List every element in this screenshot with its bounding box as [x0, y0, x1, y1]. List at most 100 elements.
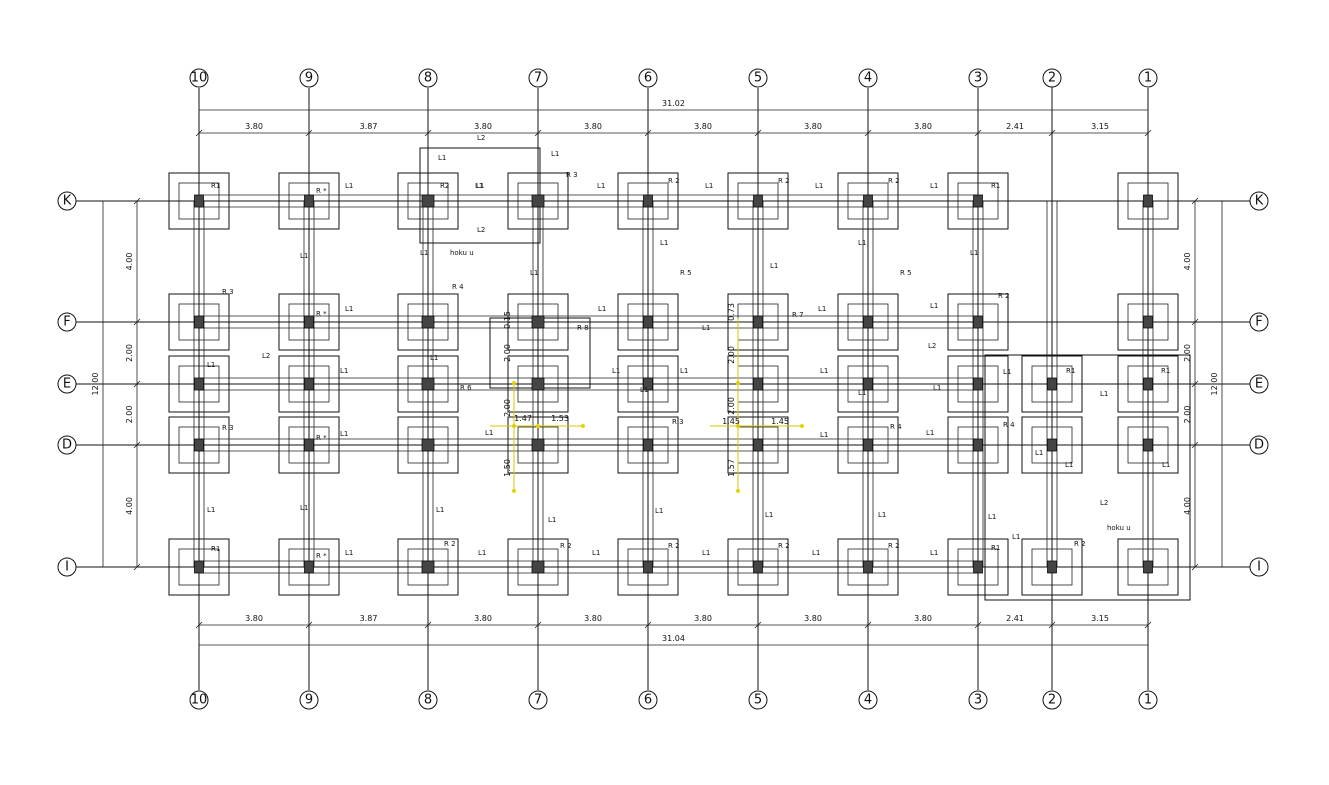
beam-label: R 6	[460, 384, 472, 392]
grid-bubble-1-top	[1138, 68, 1158, 88]
column	[973, 560, 983, 574]
beam-label: L1	[858, 239, 866, 247]
grid-label-F: F	[63, 315, 70, 330]
beam-label: R *	[316, 310, 327, 318]
beam-label: L1	[207, 506, 215, 514]
grid-label-D: D	[1254, 438, 1264, 453]
column	[1047, 560, 1057, 574]
grid-label-8: 8	[424, 71, 432, 86]
bottom-dim-value: 2.41	[1006, 614, 1024, 623]
bottom-dim-tick	[305, 621, 313, 629]
beam-label: L1	[970, 249, 978, 257]
grid-label-E: E	[1255, 377, 1263, 392]
grid-label-9: 9	[305, 71, 313, 86]
grid-bubble-7-top	[528, 68, 548, 88]
beam-label: L1	[1100, 390, 1108, 398]
beam-label: R 7	[792, 311, 804, 319]
dim-200d: 2.00	[727, 397, 736, 415]
grid-label-E: E	[63, 377, 71, 392]
bottom-dim-value: 3.80	[245, 614, 263, 623]
beam-label: R2	[440, 182, 449, 190]
beam-label: hoku u	[450, 249, 474, 257]
left-dim-tick	[133, 563, 141, 571]
column	[421, 560, 435, 574]
beam-label: L1	[485, 429, 493, 437]
dim-145a: 1.45	[722, 417, 740, 426]
top-dim-tick	[754, 129, 762, 137]
column	[531, 560, 545, 574]
columns	[194, 194, 1153, 574]
grid-label-1: 1	[1144, 693, 1152, 708]
beam-label: R 5	[680, 269, 692, 277]
beam-label: L1	[476, 182, 484, 190]
top-dim-value: 3.80	[914, 122, 932, 131]
beam-label: L1	[1162, 461, 1170, 469]
grid-label-2: 2	[1048, 693, 1056, 708]
bottom-dim-tick	[974, 621, 982, 629]
beam-label: R1	[1161, 367, 1170, 375]
column	[863, 560, 873, 574]
beam-label: L1	[765, 511, 773, 519]
grid-label-7: 7	[534, 71, 542, 86]
beam-label: R 5	[900, 269, 912, 277]
bottom-dim-tick	[1144, 621, 1152, 629]
dim-200b: 2.00	[503, 399, 512, 417]
right-dim-tick	[1191, 441, 1199, 449]
beam-label: L1	[680, 367, 688, 375]
grid-bubble-10-bottom	[189, 690, 209, 710]
beam-label: L1	[770, 262, 778, 270]
bottom-dim-tick	[864, 621, 872, 629]
column	[304, 315, 314, 329]
grid-label-10: 10	[191, 71, 208, 86]
beam-label: R *	[316, 552, 327, 560]
grid-bubble-D-right	[1249, 435, 1269, 455]
right-dim-value: 4.00	[1183, 497, 1192, 515]
grid-label-4: 4	[864, 693, 872, 708]
column	[1143, 560, 1153, 574]
beam-label: L1	[592, 549, 600, 557]
beam-label: R 2	[888, 542, 900, 550]
right-dim-tick	[1191, 563, 1199, 571]
column	[194, 194, 204, 208]
beam-label: R 2	[778, 542, 790, 550]
column	[753, 194, 763, 208]
beam-label: L1	[345, 549, 353, 557]
column	[304, 560, 314, 574]
top-dim-value: 3.80	[694, 122, 712, 131]
column	[304, 377, 314, 391]
column	[194, 315, 204, 329]
beam-label: L1	[345, 305, 353, 313]
beam-label: L1	[988, 513, 996, 521]
beam-label: L1	[300, 504, 308, 512]
beam-label: L1	[1065, 461, 1073, 469]
beam-label: L1	[930, 549, 938, 557]
grid-label-9: 9	[305, 693, 313, 708]
dim-015: 0.15	[503, 311, 512, 329]
bottom-dim-value: 3.87	[360, 614, 378, 623]
dim-200c: 2.00	[727, 346, 736, 364]
column	[531, 194, 545, 208]
bottom-dim-value: 3.15	[1091, 614, 1109, 623]
top-dim-total: 31.02	[662, 99, 685, 108]
column	[643, 438, 653, 452]
beam-label: R1	[1066, 367, 1075, 375]
beam-label: L1	[612, 367, 620, 375]
column	[421, 194, 435, 208]
beam-label: R1	[991, 544, 1000, 552]
grid-bubble-6-bottom	[638, 690, 658, 710]
right-dim-tick	[1191, 380, 1199, 388]
grid-bubble-8-top	[418, 68, 438, 88]
grid-bubble-K-left	[57, 191, 77, 211]
beam-label: L2	[477, 226, 485, 234]
beam-label: R 3	[672, 418, 684, 426]
grid-label-6: 6	[644, 71, 652, 86]
bottom-dim-value: 3.80	[914, 614, 932, 623]
grid-bubble-8-bottom	[418, 690, 438, 710]
grid-bubble-I-right	[1249, 557, 1269, 577]
column	[421, 438, 435, 452]
beam-label: L2	[262, 352, 270, 360]
beam-label: L1	[1035, 449, 1043, 457]
column	[643, 315, 653, 329]
